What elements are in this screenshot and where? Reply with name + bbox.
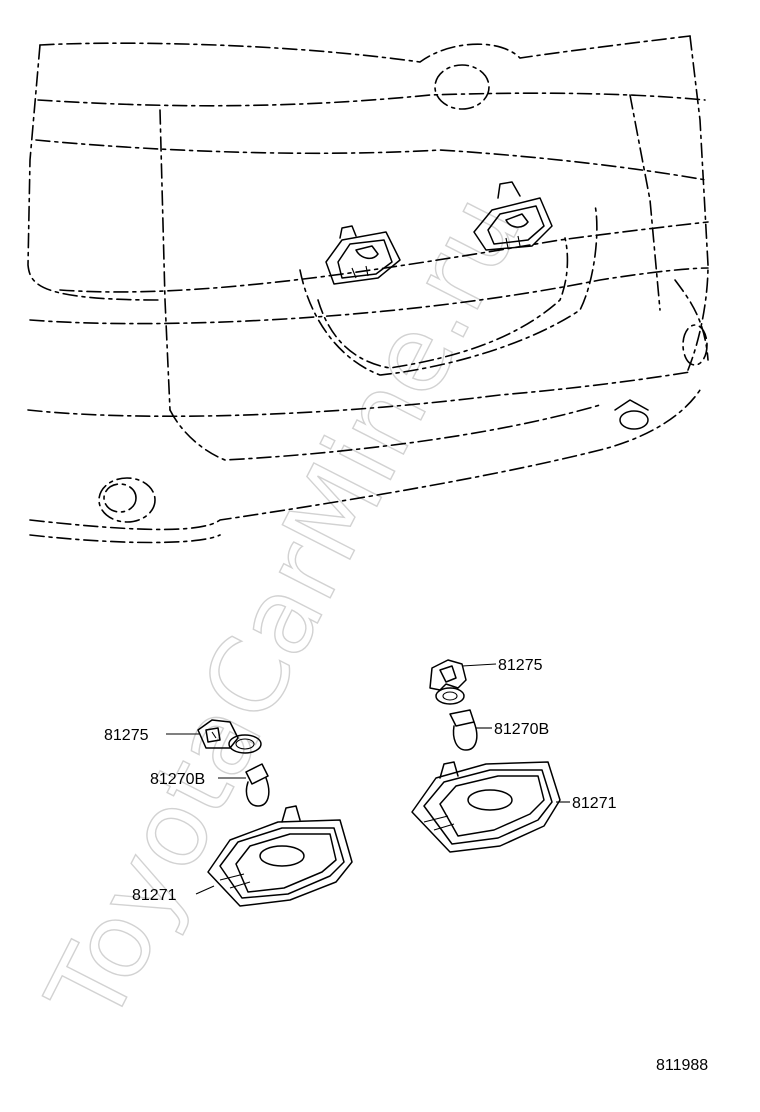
- leader-socket-right: [461, 663, 497, 667]
- bulb-81270B-right: [449, 709, 478, 751]
- bulb-81270B-left: [245, 763, 270, 807]
- left-lamp-assembly: [166, 719, 353, 907]
- watermark-text: ToyotaCarMine.ru: [23, 176, 545, 1042]
- label-socket-left: 81275: [104, 727, 149, 744]
- installed-lamp-left: [325, 225, 401, 285]
- diagram-number: 811988: [656, 1057, 708, 1074]
- label-bulb-left: 81270B: [150, 771, 205, 788]
- label-lamp-right: 81271: [572, 795, 617, 812]
- right-lamp-assembly: [411, 659, 570, 853]
- leader-lamp-left: [195, 885, 215, 895]
- label-bulb-right: 81270B: [494, 721, 549, 738]
- label-socket-right: 81275: [498, 657, 543, 674]
- label-lamp-left: 81271: [132, 887, 177, 904]
- lamp-81271-left: [207, 805, 353, 907]
- installed-lamp-right: [473, 181, 553, 251]
- socket-81275-left: [197, 719, 262, 754]
- vehicle-rear-outline: [27, 35, 709, 544]
- socket-81275-right: [429, 659, 467, 705]
- watermark: ToyotaCarMine.ru: [22, 176, 545, 1043]
- lamp-81271-right: [411, 761, 561, 853]
